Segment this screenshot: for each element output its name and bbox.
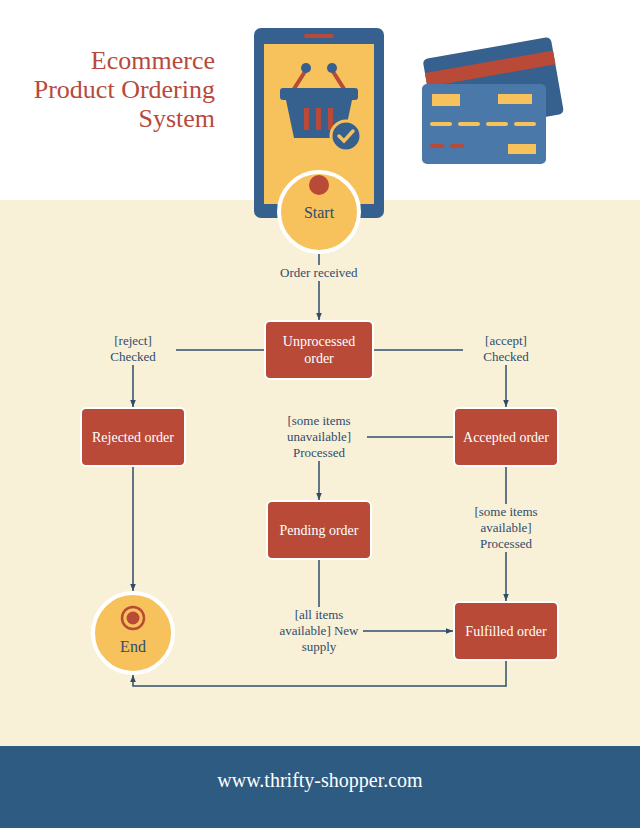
state-box: Fulfilled order [453, 601, 559, 661]
transition-label: [some items available] Processed [458, 504, 554, 552]
transition-arrow [133, 661, 506, 686]
node-text: Fulfilled order [465, 623, 546, 640]
transition-arrow [132, 467, 134, 591]
transition-label: [reject] Checked [90, 333, 176, 365]
node-text: End [91, 638, 175, 656]
transition-label: Order received [277, 265, 361, 281]
node-text: Accepted order [463, 429, 549, 446]
node-text: Pending order [280, 522, 359, 539]
circle-outline [91, 591, 175, 675]
transition-label: [all items available] New supply [275, 607, 363, 655]
end-circle: End [91, 591, 175, 675]
state-box: Unprocessed order [264, 320, 374, 380]
state-box: Pending order [266, 500, 372, 560]
diagram-title: Ecommerce Product Ordering System [15, 46, 215, 133]
start-circle: Start [277, 170, 361, 254]
footer-url: www.thrifty-shopper.com [0, 769, 640, 792]
state-box: Accepted order [453, 407, 559, 467]
transition-label: [accept] Checked [463, 333, 549, 365]
transition-label: [some items unavailable] Processed [271, 413, 367, 461]
node-text: Rejected order [92, 429, 174, 446]
cream-ground [0, 200, 640, 746]
state-box: Rejected order [80, 407, 186, 467]
node-text: Unprocessed order [273, 333, 365, 367]
transition-arrow [318, 254, 320, 320]
node-text: Start [277, 204, 361, 222]
